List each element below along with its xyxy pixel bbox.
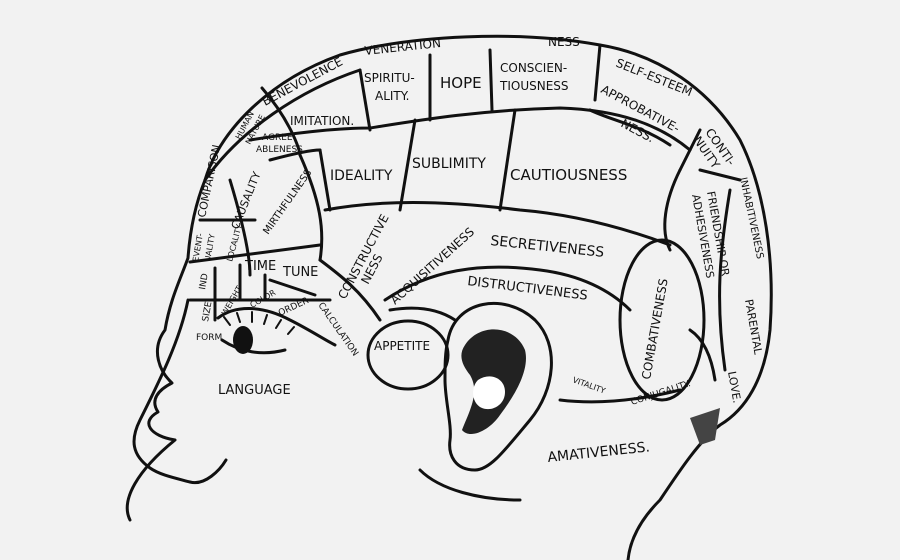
appetite-region: [366, 319, 450, 391]
label-appetite: APPETITE: [374, 339, 430, 353]
label-acquisitiveness: ACQUISITIVENESS: [388, 225, 477, 308]
label-vitality: VITALITY: [571, 375, 606, 395]
label-tune: TUNE: [282, 265, 318, 280]
ear-outline: [443, 301, 553, 472]
label-destructiveness: DISTRUCTIVENESS: [467, 274, 589, 304]
label-inhabitiveness: INHABITIVENESS: [737, 176, 765, 260]
ear-highlight: [473, 376, 505, 410]
eye-lid: [216, 307, 337, 347]
label-agreeableness-2: ABLENESS: [256, 145, 303, 155]
neck-shading: [690, 408, 720, 445]
label-amativeness: AMATIVENESS.: [547, 439, 651, 466]
label-mirthfulness: MIRTHFULNESS: [261, 168, 314, 237]
label-combativeness: COMBATIVENESS: [639, 278, 671, 381]
label-agreeableness-1: AGREE-: [262, 133, 296, 143]
label-spirituality-2: ALITY.: [375, 89, 409, 103]
label-calculation: CALCULATION: [316, 301, 360, 358]
nose-outline: [132, 298, 228, 485]
eye-lower: [220, 338, 287, 355]
label-time: TIME: [244, 259, 276, 274]
label-language: LANGUAGE: [218, 383, 291, 398]
label-conscientiousness-2: TIOUSNESS: [499, 79, 569, 93]
label-individuality: IND: [198, 273, 211, 291]
label-spirituality-1: SPIRITU-: [364, 71, 415, 85]
label-comparison: COMPARISON: [195, 143, 223, 218]
region-lines: [188, 43, 742, 404]
neck-line: [418, 468, 522, 502]
eye-iris: [233, 326, 253, 354]
label-sublimity: SUBLIMITY: [412, 156, 486, 172]
label-constructiveness-1: CONSTRUCTIVE: [335, 212, 391, 302]
label-causality: CAUSALITY: [229, 170, 264, 231]
label-imitation: IMITATION.: [290, 114, 354, 128]
label-cautiousness: CAUTIOUSNESS: [510, 166, 627, 184]
label-parental-love-2: LOVE.: [725, 370, 743, 404]
label-ideality: IDEALITY: [330, 168, 393, 184]
label-conscientiousness-1: CONSCIEN-: [500, 61, 567, 75]
label-form: FORM: [196, 333, 222, 343]
label-secretiveness: SECRETIVENESS: [490, 233, 605, 261]
label-size: SIZE: [201, 301, 214, 323]
label-parental-love-1: PARENTAL: [742, 298, 765, 356]
label-firmness: NESS: [548, 35, 580, 49]
combativeness-region: [618, 238, 706, 402]
label-conjugality: CONJUGALITY.: [630, 379, 692, 408]
eyelashes: [223, 311, 295, 335]
head-outline: [125, 34, 773, 560]
label-hope: HOPE: [440, 74, 482, 92]
